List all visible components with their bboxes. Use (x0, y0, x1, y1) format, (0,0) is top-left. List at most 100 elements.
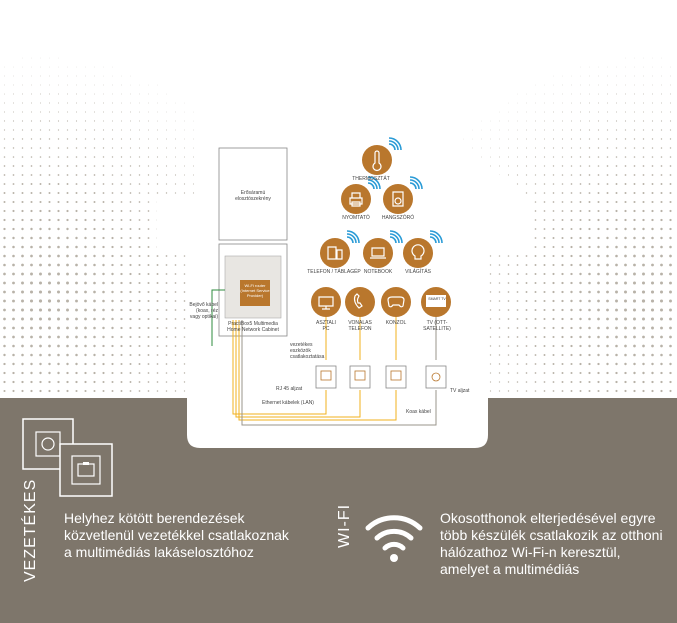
pattern-dot (38, 290, 43, 294)
pattern-dot (579, 281, 582, 285)
pattern-dot (84, 227, 87, 231)
pattern-dot (508, 102, 509, 104)
pattern-dot (120, 165, 123, 167)
pattern-dot (534, 237, 537, 239)
pattern-dot (49, 57, 50, 59)
pattern-dot (39, 254, 42, 258)
pattern-dot (543, 246, 546, 248)
pattern-dot (193, 120, 194, 122)
pattern-dot (561, 245, 564, 249)
pattern-dot (138, 254, 141, 258)
pattern-dot (129, 299, 132, 303)
pattern-dot (534, 192, 537, 194)
pattern-dot (93, 263, 96, 267)
pattern-dot (165, 264, 168, 266)
pattern-dot (192, 174, 195, 176)
pattern-dot (525, 156, 528, 158)
pattern-dot (641, 281, 646, 285)
pattern-dot (633, 227, 636, 231)
pattern-dot (112, 102, 113, 104)
pattern-dot (669, 120, 672, 122)
pattern-dot (183, 291, 186, 293)
pattern-dot (112, 75, 113, 77)
pattern-dot (40, 57, 41, 59)
pattern-dot (606, 174, 609, 176)
pattern-dot (670, 66, 671, 68)
pattern-dot (76, 75, 77, 77)
pattern-dot (499, 165, 500, 167)
pattern-dot (634, 93, 635, 95)
pattern-dot (66, 218, 69, 222)
pattern-dot (552, 272, 555, 276)
pattern-dot (183, 282, 186, 284)
pattern-dot (3, 156, 6, 158)
pattern-dot (93, 147, 96, 149)
pattern-dot (111, 272, 114, 276)
pattern-dot (615, 165, 618, 167)
pattern-dot (57, 263, 60, 267)
pattern-dot (606, 165, 609, 167)
pattern-dot (561, 138, 564, 140)
pattern-dot (156, 291, 159, 293)
pattern-dot (633, 174, 636, 176)
pattern-dot (661, 102, 662, 104)
pattern-dot (12, 227, 15, 231)
pattern-dot (634, 66, 635, 68)
pattern-dot (66, 236, 69, 240)
pattern-dot (570, 290, 573, 294)
pattern-dot (30, 209, 33, 213)
pattern-dot (102, 183, 105, 185)
electrical-cabinet-label: Erősáramú elosztószekrény (235, 190, 271, 202)
pattern-dot (30, 156, 33, 158)
pattern-dot (651, 138, 654, 140)
pattern-dot (21, 174, 24, 176)
pattern-dot (598, 102, 599, 104)
desktop-pc-label: ASZTALI PC (316, 320, 336, 332)
pattern-dot (193, 111, 194, 113)
pattern-dot (31, 57, 32, 59)
pattern-dot (597, 254, 600, 258)
pattern-dot (534, 201, 537, 203)
pattern-dot (651, 245, 654, 249)
pattern-dot (120, 236, 123, 240)
pattern-dot (615, 209, 618, 213)
pattern-dot (669, 218, 672, 222)
rj45-label: RJ 45 aljzat (276, 386, 303, 392)
pattern-dot (157, 120, 158, 122)
lightbulb-icon (403, 238, 433, 268)
pattern-dot (66, 263, 69, 267)
pattern-dot (102, 174, 105, 176)
pattern-dot (625, 93, 626, 95)
pattern-dot (103, 75, 104, 77)
pattern-dot (102, 227, 105, 231)
pattern-dot (67, 102, 68, 104)
pattern-dot (3, 183, 6, 185)
pattern-dot (661, 93, 662, 95)
pattern-dot (93, 272, 96, 276)
pattern-dot (651, 111, 654, 113)
pattern-dot (562, 84, 563, 86)
pattern-dot (4, 102, 5, 104)
pattern-dot (3, 281, 6, 285)
pattern-dot (588, 192, 591, 194)
pattern-dot (39, 165, 42, 167)
pattern-dot (499, 147, 500, 149)
pattern-dot (579, 227, 582, 231)
pattern-dot (615, 254, 618, 258)
pattern-dot (165, 282, 168, 284)
pattern-dot (21, 290, 24, 294)
pattern-dot (93, 236, 96, 240)
pattern-dot (589, 102, 590, 104)
pattern-dot (30, 165, 33, 167)
pattern-dot (120, 299, 123, 303)
pattern-dot (489, 291, 492, 293)
pattern-dot (148, 102, 149, 104)
pattern-dot (651, 147, 654, 149)
pattern-dot (84, 299, 87, 303)
pattern-dot (121, 102, 122, 104)
pattern-dot (507, 282, 510, 284)
pattern-dot (660, 272, 663, 276)
pattern-dot (534, 165, 537, 167)
pattern-dot (102, 201, 105, 203)
pattern-dot (111, 245, 114, 249)
